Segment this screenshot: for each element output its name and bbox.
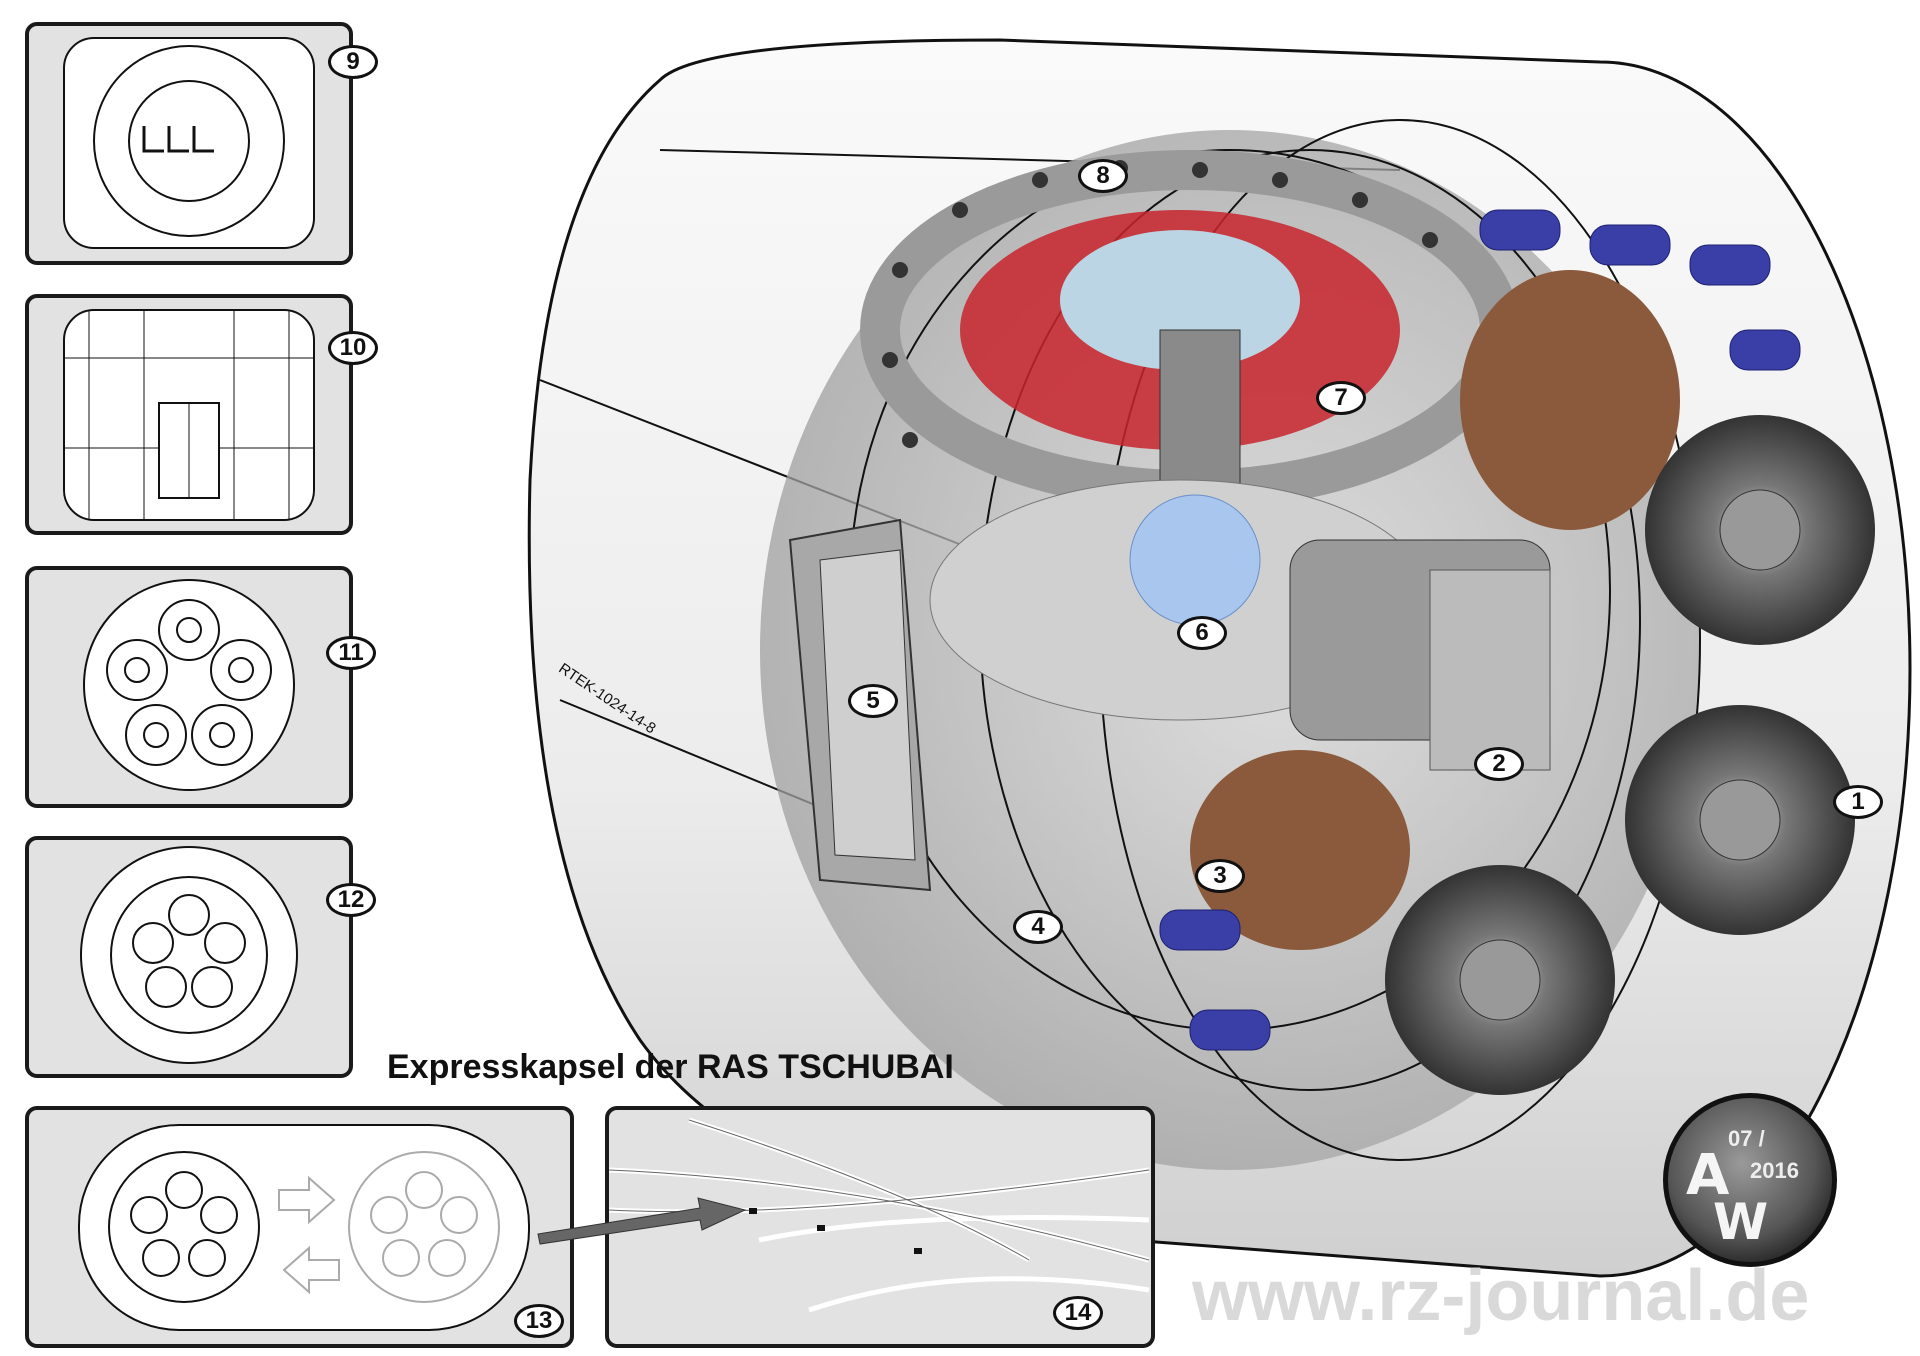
callout-10: 10 [328, 331, 378, 365]
logo-date-month: 07 / [1728, 1126, 1765, 1151]
callout-6: 6 [1177, 616, 1227, 650]
callout-12: 12 [326, 883, 376, 917]
panel-12-capsule-tube [25, 836, 353, 1078]
watermark-url: www.rz-journal.de [1192, 1256, 1810, 1336]
copper-rotor [1190, 750, 1410, 950]
hologram [1129, 494, 1261, 626]
author-logo: A W 07 / 2016 [1663, 1093, 1837, 1267]
panel-11-capsule-cluster [25, 566, 353, 808]
capsule-cluster-drawing [83, 579, 295, 791]
callout-5: 5 [848, 684, 898, 718]
callout-7: 7 [1316, 381, 1366, 415]
callout-9: 9 [328, 45, 378, 79]
capsule-front-drawing [63, 37, 315, 249]
capsule-side-drawing [63, 309, 315, 521]
callout-13: 13 [514, 1304, 564, 1338]
callout-8: 8 [1078, 159, 1128, 193]
diagram-title: Expresskapsel der RAS TSCHUBAI [387, 1048, 954, 1086]
copper-rotor [1460, 270, 1680, 530]
callout-11: 11 [326, 636, 376, 670]
logo-initial-w: W [1713, 1193, 1769, 1251]
capsule-transfer-drawing [78, 1124, 530, 1331]
callout-3: 3 [1195, 859, 1245, 893]
panel-13-capsule-transfer [25, 1106, 574, 1348]
callout-1: 1 [1833, 785, 1883, 819]
panel-10-capsule-side [25, 294, 353, 535]
callout-4: 4 [1013, 910, 1063, 944]
logo-date-year: 2016 [1750, 1158, 1799, 1183]
thruster-fans [1385, 415, 1875, 1095]
logo-initial-a: A [1686, 1143, 1730, 1208]
callout-2: 2 [1474, 747, 1524, 781]
panel-9-capsule-front [25, 22, 353, 265]
capsule-tube-drawing [80, 846, 298, 1064]
tube-network-drawing [609, 1117, 1150, 1313]
callout-14: 14 [1053, 1296, 1103, 1330]
magnetic-coils [1159, 209, 1801, 1051]
